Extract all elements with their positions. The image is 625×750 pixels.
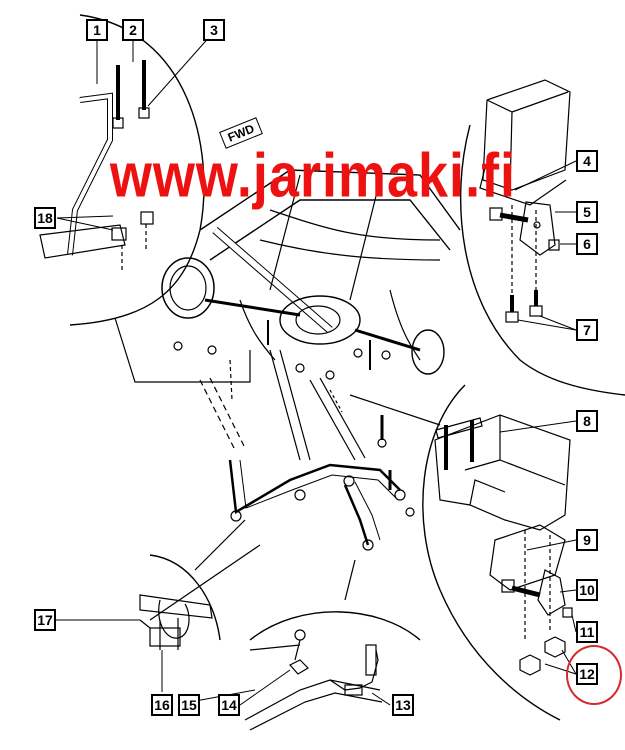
callout-1: 1: [86, 19, 108, 41]
main-exhaust-assembly: [161, 169, 461, 551]
highlight-circle: [566, 645, 622, 705]
callout-16: 16: [151, 694, 173, 716]
detail-leader-right: [349, 394, 441, 426]
callout-2: 2: [122, 19, 144, 41]
callout-13: 13: [392, 694, 414, 716]
callout-10: 10: [576, 579, 598, 601]
callout-17: 17: [34, 609, 56, 631]
callout-14: 14: [218, 694, 240, 716]
detail-leader-bottom-left: [194, 519, 246, 571]
detail-view-bottom-left: [139, 544, 261, 650]
detail-view-lower-right: [422, 384, 573, 721]
callout-3: 3: [203, 19, 225, 41]
callout-18: 18: [34, 207, 56, 229]
callout-5: 5: [576, 201, 598, 223]
detail-view-top-left: [39, 14, 205, 326]
detail-leader-bottom: [344, 559, 356, 601]
callout-leaders: [56, 33, 577, 706]
callout-9: 9: [576, 529, 598, 551]
callout-11: 11: [576, 621, 598, 643]
callout-8: 8: [576, 410, 598, 432]
detail-view-top-right: [459, 79, 625, 396]
detail-view-bottom-center: [244, 611, 421, 731]
callout-4: 4: [576, 150, 598, 172]
callout-6: 6: [576, 233, 598, 255]
watermark-text: www.jarimaki.fi: [109, 141, 517, 211]
callout-7: 7: [576, 319, 598, 341]
detail-leader-top-left: [114, 317, 251, 383]
callout-15: 15: [178, 694, 200, 716]
